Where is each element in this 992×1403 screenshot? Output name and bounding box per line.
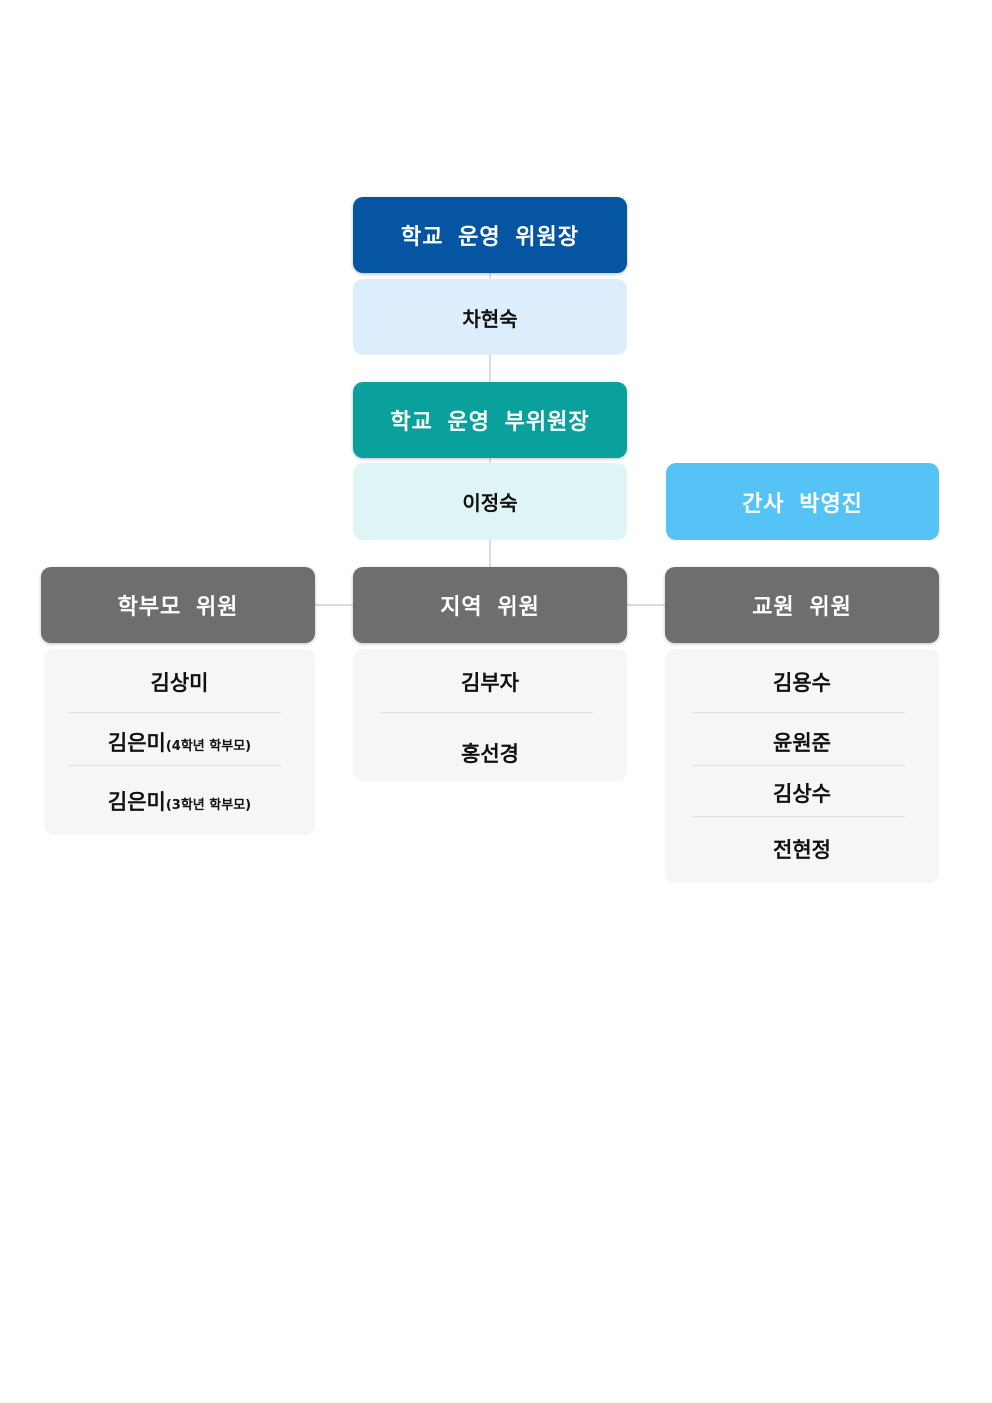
member-panel-parents: 김상미 김은미(4학년 학부모) 김은미(3학년 학부모) bbox=[44, 649, 315, 835]
group-title: 학부모 위원 bbox=[117, 595, 239, 620]
member-item: 김은미(3학년 학부모) bbox=[107, 790, 252, 814]
vice-chair-title: 학교 운영 부위원장 bbox=[390, 410, 590, 435]
chair-title-box: 학교 운영 위원장 bbox=[353, 197, 627, 273]
chair-title: 학교 운영 위원장 bbox=[401, 225, 579, 250]
divider bbox=[693, 712, 905, 713]
group-title: 지역 위원 bbox=[440, 595, 540, 620]
group-header-teachers: 교원 위원 bbox=[665, 567, 939, 643]
secretary-box: 간사 박영진 bbox=[666, 463, 939, 540]
chair-name-box: 차현숙 bbox=[353, 279, 627, 355]
vice-chair-title-box: 학교 운영 부위원장 bbox=[353, 382, 627, 458]
divider bbox=[693, 765, 905, 766]
secretary-label: 간사 박영진 bbox=[742, 491, 863, 517]
vice-chair-name: 이정숙 bbox=[462, 491, 518, 515]
divider bbox=[69, 712, 281, 713]
member-note: (3학년 학부모) bbox=[165, 798, 252, 813]
member-item: 홍선경 bbox=[461, 742, 519, 766]
member-item: 김은미(4학년 학부모) bbox=[107, 731, 252, 755]
divider bbox=[69, 765, 281, 766]
member-panel-teachers: 김용수 윤원준 김상수 전현정 bbox=[665, 649, 939, 883]
group-header-community: 지역 위원 bbox=[353, 567, 627, 643]
member-item: 김용수 bbox=[773, 671, 831, 695]
member-item: 전현정 bbox=[773, 838, 831, 862]
chair-name: 차현숙 bbox=[462, 306, 518, 331]
member-item: 김상수 bbox=[773, 782, 831, 806]
connector-horizontal-left bbox=[315, 604, 353, 606]
group-title: 교원 위원 bbox=[752, 595, 852, 620]
connector-horizontal-right bbox=[627, 604, 665, 606]
member-item: 김상미 bbox=[150, 671, 209, 695]
member-note: (4학년 학부모) bbox=[165, 739, 252, 754]
member-item: 김부자 bbox=[461, 671, 519, 695]
divider bbox=[693, 816, 905, 817]
vice-chair-name-box: 이정숙 bbox=[353, 463, 627, 540]
member-panel-community: 김부자 홍선경 bbox=[353, 649, 627, 781]
group-header-parents: 학부모 위원 bbox=[41, 567, 315, 643]
divider bbox=[381, 712, 593, 713]
member-item: 윤원준 bbox=[773, 731, 831, 755]
